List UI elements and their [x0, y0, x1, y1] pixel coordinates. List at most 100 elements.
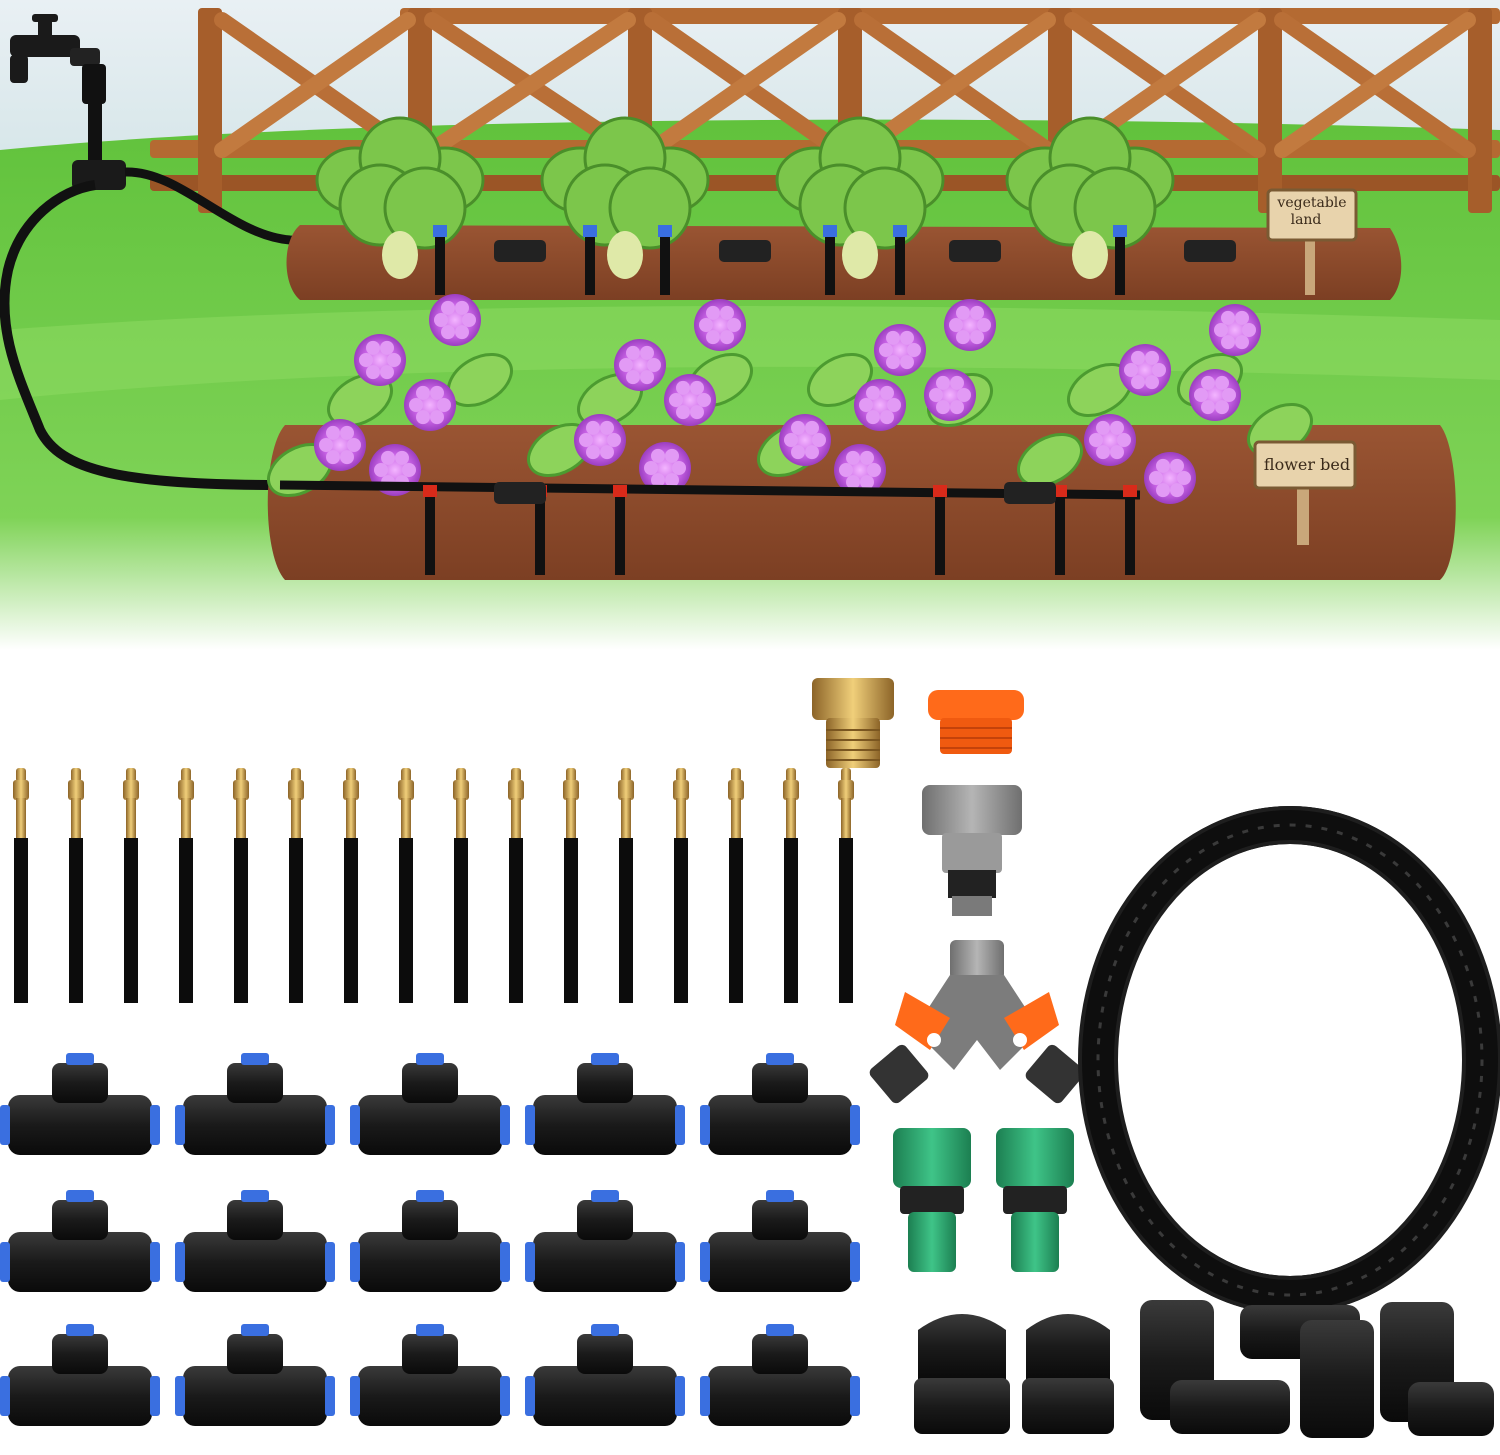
stake-tube: [619, 838, 633, 1003]
tee-body: [708, 1366, 852, 1426]
drip-stake: [673, 768, 689, 1003]
flower-petal: [676, 380, 690, 395]
stake-nozzle-body: [126, 798, 136, 838]
flower-petal: [949, 318, 963, 332]
tee-connector: [175, 1190, 335, 1292]
sign-text-vegetable: vegetable: [1276, 195, 1346, 211]
lettuce-stem: [1072, 231, 1108, 279]
tee-branch: [402, 1334, 458, 1374]
stake-tube: [124, 838, 138, 1003]
tee-body: [494, 482, 546, 504]
tee-body: [708, 1232, 852, 1292]
stake-nozzle-nut: [343, 780, 359, 800]
tee-cap-left: [525, 1105, 535, 1145]
flower-petal: [665, 448, 679, 463]
lettuce-plant: [1005, 116, 1175, 279]
stake-tube: [179, 838, 193, 1003]
flower-petal: [644, 461, 658, 475]
tee-cap-left: [700, 1105, 710, 1145]
stake-cap: [433, 225, 447, 237]
tee-cap-right: [500, 1242, 510, 1282]
tee-cap-right: [500, 1105, 510, 1145]
hose-quick-connectors: [893, 1128, 1074, 1272]
tee-cap-top: [766, 1053, 794, 1065]
flower-petal: [1145, 375, 1159, 390]
tee-cap-left: [350, 1105, 360, 1145]
tee-cap-left: [525, 1376, 535, 1416]
tee-connector: [525, 1190, 685, 1292]
tee-cap-left: [350, 1376, 360, 1416]
flower-petal: [805, 420, 819, 435]
stake-nozzle-body: [621, 798, 631, 838]
stake-nozzle-nut: [508, 780, 524, 800]
flower-petal: [347, 438, 361, 452]
flower-petal: [791, 445, 805, 460]
tee-cap-right: [150, 1376, 160, 1416]
garden-illustration: vegetable land flower bed: [0, 0, 1500, 650]
tee-branch: [227, 1063, 283, 1103]
flower-petal: [437, 398, 451, 412]
stake-nozzle-body: [456, 798, 466, 838]
tee-branch: [577, 1334, 633, 1374]
flower-petal: [409, 398, 423, 412]
tee-cap-right: [500, 1376, 510, 1416]
flower-petal: [1131, 350, 1145, 365]
flower-petal: [706, 330, 720, 345]
flower-petal: [665, 473, 679, 488]
tee-cap-right: [325, 1376, 335, 1416]
flower-petal: [1235, 335, 1249, 350]
drip-stake-blue: [823, 225, 837, 295]
drip-stake: [783, 768, 799, 1003]
stake-nozzle-nut: [123, 780, 139, 800]
stake-nozzle-tip: [676, 768, 686, 782]
tee-cap-left: [0, 1376, 10, 1416]
tee-connector: [350, 1324, 510, 1426]
tee-branch: [52, 1063, 108, 1103]
drip-stake: [68, 768, 84, 1003]
flower-petal: [846, 475, 860, 490]
stake-nozzle-nut: [453, 780, 469, 800]
flower-plants: [267, 294, 1313, 504]
elbow-connector: [1380, 1302, 1494, 1436]
grass-highlight: [0, 306, 1500, 400]
fence-cross: [214, 12, 416, 158]
flower-petal: [1117, 433, 1131, 447]
fence-post: [1468, 8, 1492, 213]
flower-bloom: [1119, 344, 1171, 396]
drip-stake-blue: [433, 225, 447, 295]
flower-petal: [669, 393, 683, 407]
fence-cross: [644, 12, 846, 158]
flower-petal: [1170, 483, 1184, 498]
stake-nozzle-nut: [13, 780, 29, 800]
flower-petal: [846, 450, 860, 465]
stake-cap: [423, 485, 437, 497]
flower-petal: [1110, 445, 1124, 460]
flower-petal: [879, 343, 893, 357]
fence-cross: [1274, 12, 1476, 158]
tee-icon: [494, 482, 546, 504]
flower-petal: [366, 340, 380, 355]
flower-bloom: [1189, 369, 1241, 421]
flower-bloom: [874, 324, 926, 376]
tee-cap-right: [850, 1242, 860, 1282]
flower-petal: [607, 433, 621, 447]
tee-cap-left: [350, 1242, 360, 1282]
drip-stake: [618, 768, 634, 1003]
tee-cap-left: [525, 1242, 535, 1282]
stake-nozzle-tip: [621, 768, 631, 782]
tee-icon: [719, 240, 771, 262]
tee-connector: [350, 1053, 510, 1155]
flower-petal: [886, 355, 900, 370]
flower-bloom: [574, 414, 626, 466]
tee-cap-top: [591, 1190, 619, 1202]
orange-thread-adapter: [928, 690, 1024, 754]
flower-petal: [699, 318, 713, 332]
tee-cap-right: [150, 1242, 160, 1282]
stake-nozzle-nut: [398, 780, 414, 800]
stake-nozzle-body: [841, 798, 851, 838]
flower-bloom: [944, 299, 996, 351]
tee-cap-right: [325, 1105, 335, 1145]
flower-bloom: [834, 444, 886, 496]
flower-leaf: [807, 352, 873, 408]
fence-post: [198, 8, 222, 213]
